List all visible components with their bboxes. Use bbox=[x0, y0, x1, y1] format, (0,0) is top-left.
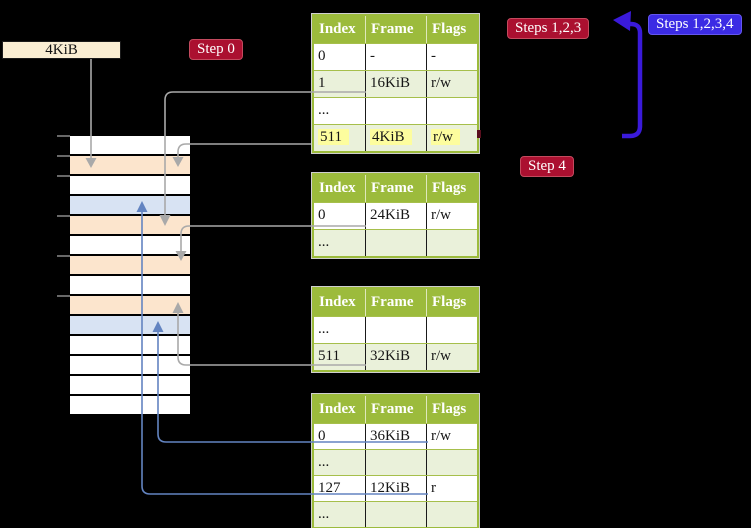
cell-flags bbox=[427, 502, 477, 527]
header-frame: Frame bbox=[366, 289, 427, 316]
highlight: r/w bbox=[431, 129, 460, 145]
badge-steps-1-2-3-4: Steps 1,2,3,4 bbox=[648, 14, 742, 35]
header-index: Index bbox=[314, 16, 366, 43]
page-table-mid-b: Index Frame Flags ... 511 32KiB r/w bbox=[311, 286, 480, 373]
memory-row-plain bbox=[70, 176, 190, 196]
cell-flags: r/w bbox=[431, 348, 451, 364]
cell-frame bbox=[366, 317, 427, 343]
badge-step-4: Step 4 bbox=[520, 156, 574, 177]
memory-row-plain bbox=[70, 236, 190, 256]
table-row: 511 32KiB r/w bbox=[314, 343, 477, 370]
cell-frame bbox=[366, 450, 427, 475]
memory-row-table bbox=[70, 156, 190, 176]
memory-row-table bbox=[70, 256, 190, 276]
header-flags: Flags bbox=[432, 294, 467, 310]
cell-index: 0 bbox=[314, 203, 366, 229]
cell-frame: 4KiB bbox=[366, 125, 427, 151]
table-header: Index Frame Flags bbox=[314, 289, 477, 316]
table-row: ... bbox=[314, 316, 477, 343]
page-table-mid-a: Index Frame Flags 0 24KiB r/w ... bbox=[311, 172, 480, 259]
memory-row-page bbox=[70, 316, 190, 336]
cell-flags: r bbox=[431, 480, 436, 496]
header-flags: Flags bbox=[432, 180, 467, 196]
cell-index: ... bbox=[314, 502, 366, 527]
cell-frame: 12KiB bbox=[366, 476, 427, 501]
cell-flags bbox=[427, 230, 477, 256]
table-header: Index Frame Flags bbox=[314, 396, 477, 423]
cell-frame: 16KiB bbox=[366, 71, 427, 97]
cell-frame: 24KiB bbox=[366, 203, 427, 229]
table-row: 0 24KiB r/w bbox=[314, 202, 477, 229]
memory-row-plain bbox=[70, 356, 190, 376]
cell-frame bbox=[366, 230, 427, 256]
arrow-entry511-to-memory bbox=[177, 143, 311, 157]
table-row: ... bbox=[314, 229, 477, 256]
badge-steps-1-2-3: Steps 1,2,3 bbox=[507, 18, 590, 39]
memory-row-plain bbox=[70, 376, 190, 396]
table-row: 0 36KiB r/w bbox=[314, 423, 477, 449]
cell-index: 127 bbox=[314, 476, 366, 501]
cell-flags bbox=[427, 317, 477, 343]
header-frame: Frame bbox=[366, 396, 427, 423]
physical-memory-stack bbox=[70, 136, 190, 416]
cell-flags: r/w bbox=[431, 428, 451, 444]
memory-row-page bbox=[70, 196, 190, 216]
cell-index: 511 bbox=[314, 125, 366, 151]
cell-index: ... bbox=[314, 317, 366, 343]
header-index: Index bbox=[314, 396, 366, 423]
cell-flags bbox=[427, 450, 477, 475]
memory-row-table bbox=[70, 216, 190, 236]
table-row-highlighted: 511 4KiB r/w bbox=[314, 124, 477, 151]
header-flags: Flags bbox=[432, 21, 467, 37]
cell-index: ... bbox=[314, 230, 366, 256]
table-header: Index Frame Flags bbox=[314, 16, 477, 43]
memory-tick-marks bbox=[57, 135, 70, 297]
memory-row-plain bbox=[70, 396, 190, 416]
cell-index: 1 bbox=[314, 71, 366, 97]
memory-row-plain bbox=[70, 276, 190, 296]
cell-flags bbox=[427, 98, 477, 124]
cell-index: 511 bbox=[314, 344, 366, 370]
page-table-bottom: Index Frame Flags 0 36KiB r/w ... 127 12… bbox=[311, 393, 480, 528]
memory-row-plain bbox=[70, 336, 190, 356]
frame-address-label: 4KiB bbox=[2, 41, 121, 59]
table-row: ... bbox=[314, 97, 477, 124]
cell-index: ... bbox=[314, 450, 366, 475]
cell-flags: r/w bbox=[427, 125, 477, 151]
highlight: 4KiB bbox=[370, 129, 412, 145]
table-row: ... bbox=[314, 501, 477, 527]
cell-frame: 36KiB bbox=[366, 424, 427, 449]
table-row: 1 16KiB r/w bbox=[314, 70, 477, 97]
cell-index: 0 bbox=[314, 424, 366, 449]
header-index: Index bbox=[314, 289, 366, 316]
cell-flags: - bbox=[431, 48, 436, 64]
recursive-loop-arrow bbox=[613, 11, 643, 139]
cell-index: 0 bbox=[314, 44, 366, 70]
cell-frame bbox=[366, 98, 427, 124]
header-frame: Frame bbox=[366, 175, 427, 202]
cell-frame: 32KiB bbox=[366, 344, 427, 370]
memory-row-plain bbox=[70, 136, 190, 156]
header-frame: Frame bbox=[366, 16, 427, 43]
page-table-step0: Index Frame Flags 0 - - 1 16KiB r/w ... … bbox=[311, 13, 480, 154]
badge-step-0: Step 0 bbox=[189, 39, 243, 60]
header-flags: Flags bbox=[432, 401, 467, 417]
cell-frame: - bbox=[366, 44, 427, 70]
cell-index: ... bbox=[314, 98, 366, 124]
memory-row-table bbox=[70, 296, 190, 316]
cell-flags: r/w bbox=[431, 75, 451, 91]
table-row: 127 12KiB r bbox=[314, 475, 477, 501]
header-index: Index bbox=[314, 175, 366, 202]
table-row: ... bbox=[314, 449, 477, 475]
cell-frame bbox=[366, 502, 427, 527]
table-header: Index Frame Flags bbox=[314, 175, 477, 202]
cell-flags: r/w bbox=[431, 207, 451, 223]
table-row: 0 - - bbox=[314, 43, 477, 70]
highlight: 511 bbox=[318, 129, 349, 145]
